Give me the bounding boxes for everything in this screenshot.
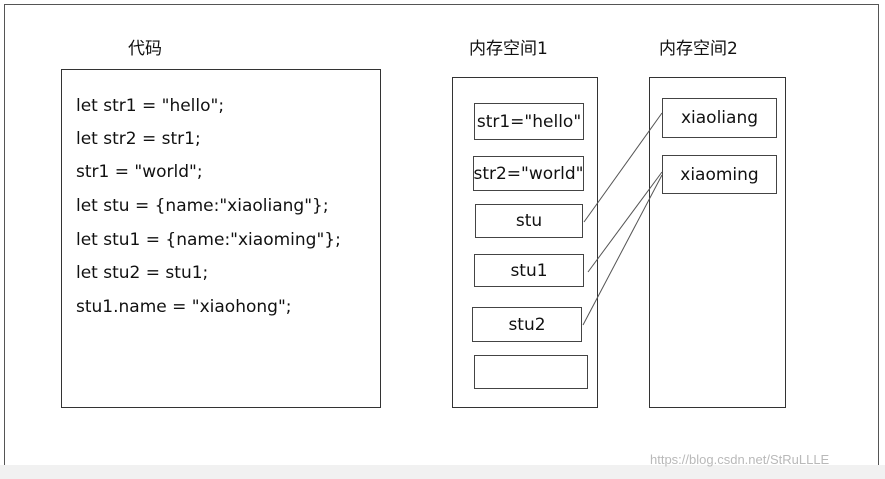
bottom-bar (0, 465, 885, 479)
memory1-cell-empty (474, 355, 588, 389)
code-line: let str2 = str1; (76, 129, 201, 149)
memory2-heading: 内存空间2 (659, 39, 738, 59)
memory2-cell-xiaoming: xiaoming (662, 155, 777, 194)
code-panel (61, 69, 381, 408)
code-line: str1 = "world"; (76, 162, 203, 182)
memory2-cell-xiaoliang: xiaoliang (662, 98, 777, 138)
code-line: stu1.name = "xiaohong"; (76, 297, 292, 317)
memory1-cell-str1: str1="hello" (474, 103, 584, 140)
memory1-cell-stu: stu (475, 204, 583, 238)
watermark: https://blog.csdn.net/StRuLLLE (650, 452, 830, 467)
code-line: let str1 = "hello"; (76, 96, 225, 116)
reference-line-stu (583, 112, 663, 223)
memory1-cell-stu1: stu1 (474, 254, 584, 287)
memory1-cell-stu2: stu2 (472, 307, 582, 342)
code-line: let stu2 = stu1; (76, 263, 209, 283)
memory1-cell-str2: str2="world" (473, 156, 584, 191)
memory1-heading: 内存空间1 (469, 39, 548, 59)
reference-line-stu2 (582, 174, 663, 326)
code-heading: 代码 (128, 39, 162, 59)
reference-line-stu1 (587, 171, 663, 273)
code-line: let stu = {name:"xiaoliang"}; (76, 196, 329, 216)
code-line: let stu1 = {name:"xiaoming"}; (76, 230, 341, 250)
